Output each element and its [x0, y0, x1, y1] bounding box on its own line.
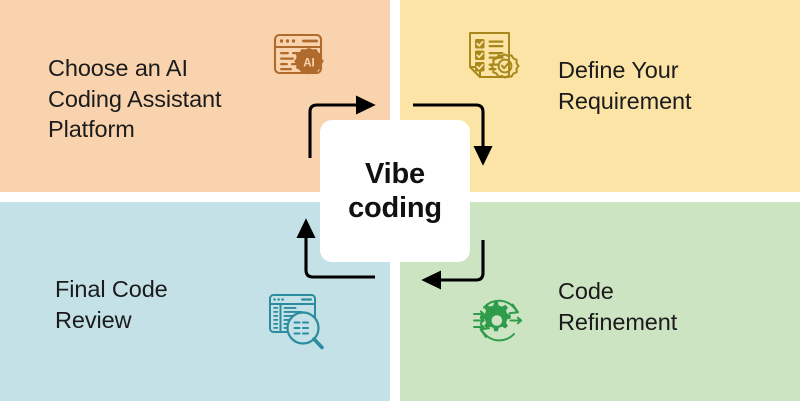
svg-text:AI: AI — [303, 57, 315, 69]
quadrant-label-final-code-review: Final Code Review — [55, 276, 168, 333]
quadrant-choose-platform[interactable]: Choose an AI Coding Assistant Platform — [0, 0, 390, 192]
code-magnifier-icon — [265, 289, 331, 360]
quadrant-label-define-requirement: Define Your Requirement — [558, 57, 692, 114]
center-card[interactable]: Vibe coding — [320, 120, 470, 262]
quadrant-label-code-refinement: Code Refinement — [558, 278, 678, 335]
quadrant-label-choose-platform: Choose an AI Coding Assistant Platform — [48, 55, 222, 143]
ai-browser-gear-icon: AI — [268, 27, 330, 94]
checklist-gear-icon — [460, 27, 524, 96]
center-title: Vibe coding — [348, 157, 442, 224]
gear-refresh-arrows-icon — [468, 290, 530, 357]
